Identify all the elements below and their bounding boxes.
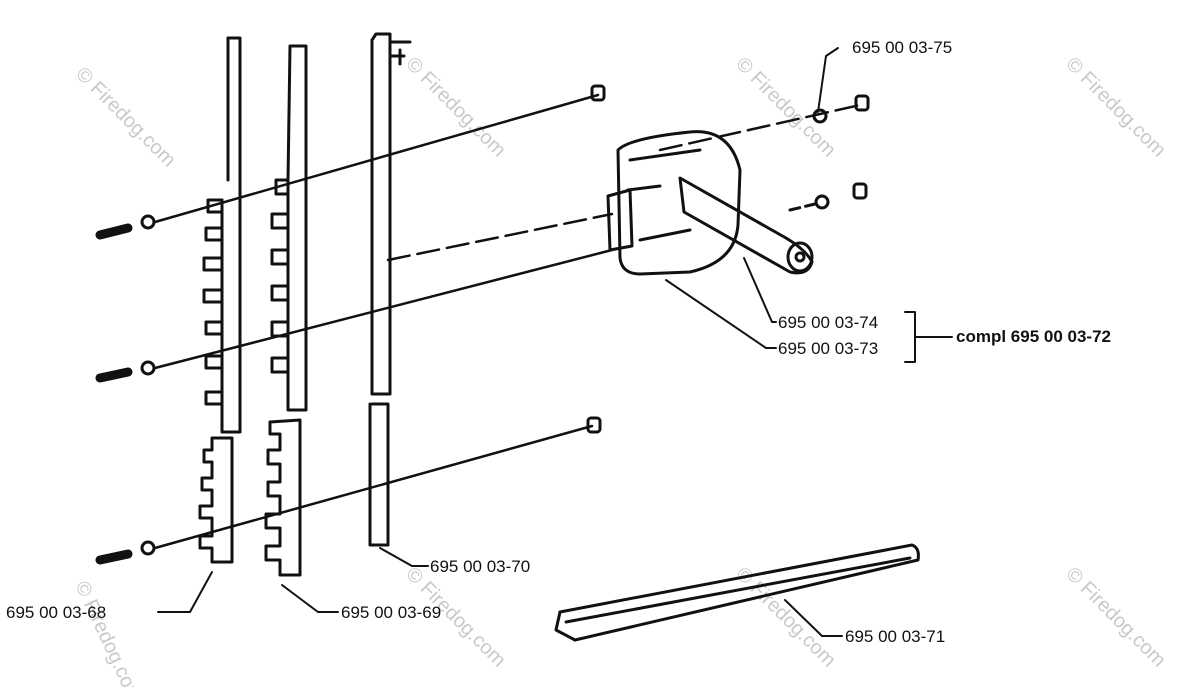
label-695-00-03-75: 695 00 03-75 (852, 38, 952, 57)
watermark-1: © Firedog.com (71, 63, 180, 172)
label-compl-695-00-03-72: compl 695 00 03-72 (956, 327, 1111, 346)
watermark-8: © Firedog.com (1061, 563, 1170, 672)
label-695-00-03-73: 695 00 03-73 (778, 339, 878, 358)
label-695-00-03-69: 695 00 03-69 (341, 603, 441, 622)
blade-69 (264, 44, 308, 577)
long-rods (153, 93, 862, 550)
mounting-bolts (95, 214, 156, 565)
label-695-00-03-74: 695 00 03-74 (778, 313, 878, 332)
blade-68 (198, 36, 242, 564)
label-695-00-03-71: 695 00 03-71 (845, 627, 945, 646)
label-695-00-03-68: 695 00 03-68 (6, 603, 106, 622)
watermark-7: © Firedog.com (731, 563, 840, 672)
gear-housing (606, 130, 814, 276)
blade-70 (368, 32, 412, 547)
leader-lines (157, 47, 953, 637)
watermark-2: © Firedog.com (401, 53, 510, 162)
guard-bar (554, 543, 920, 642)
label-695-00-03-70: 695 00 03-70 (430, 557, 530, 576)
watermark-5: © Firedog.com (70, 578, 145, 687)
watermark-4: © Firedog.com (1061, 53, 1170, 162)
nuts (586, 84, 870, 434)
